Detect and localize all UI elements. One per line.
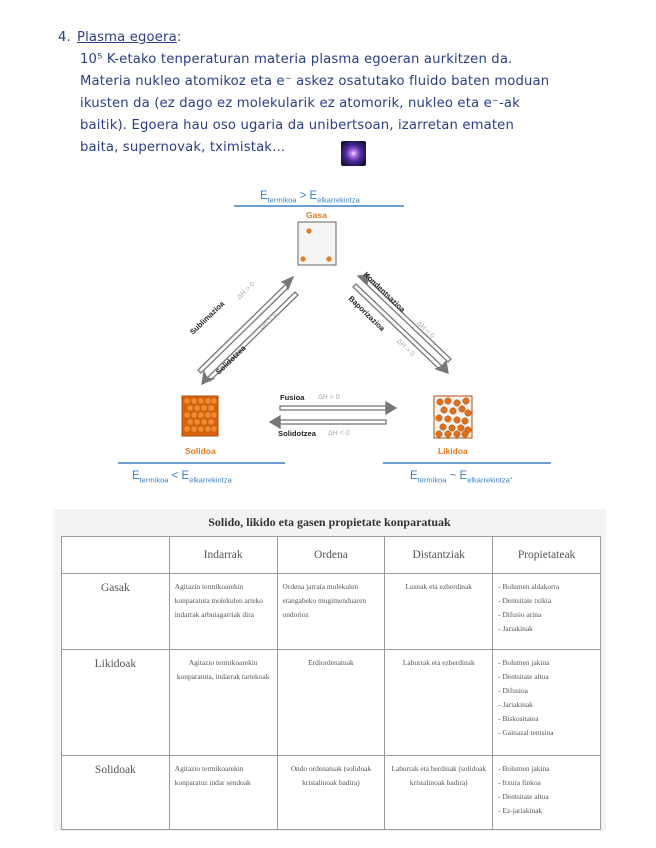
properties-table: Indarrak Ordena Distantziak Propietateak… [61,536,601,830]
cell-distantziak: Laburrak eta ezberdinak [384,649,494,756]
table-header: Distantziak [384,536,494,574]
list-item: Difusioa [498,684,595,698]
cell-indarrak: Agitazio termikoarekin konparatuz indar … [168,755,278,830]
plasma-image [341,141,366,166]
phase-diagram-graphics [118,205,551,464]
note-line: Materia nukleo atomikoz eta e⁻ askez osa… [80,74,550,89]
cell-props: Bolumen jakina Dentsitate altua Difusioa… [492,649,601,756]
list-item: Dentsitate txikia [498,594,595,608]
left-arrows [197,275,299,386]
note-line: ikusten da (ez dago ez molekularik ez at… [80,96,520,111]
note-title-text: Plasma egoera [77,30,177,45]
gas-particle [300,256,306,262]
table-header [61,536,170,574]
list-item: Gainazal tentsioa [498,726,595,740]
liquid-label: Likidoa [438,446,468,456]
solid-box [181,395,219,437]
list-item: Jariakinak [498,698,595,712]
cell-ordena: Ondo ordenatuak (solidoak kristalinoak b… [276,755,386,830]
note-line: baitik). Egoera hau oso ugaria da uniber… [80,118,514,133]
list-item: Difusio arina [498,608,595,622]
note-number: 4. [58,30,71,45]
table-header: Propietateak [492,536,601,574]
cell-distantziak: Luzeak eta ezberdinak [384,573,494,650]
row-name: Solidoak [61,755,170,830]
list-item: Ez-jariakinak [498,804,595,818]
properties-table-panel: Solido, likido eta gasen propietate konp… [53,509,606,831]
cell-indarrak: Agitazio termikoarekin konparatuta, inda… [168,649,278,756]
solid-label: Solidoa [185,446,216,456]
bottom-arrows [268,400,398,430]
table-row: Solidoak Agitazio termikoarekin konparat… [61,755,601,830]
right-arrows [352,274,452,374]
note-line: 10⁵ K-etako tenperaturan materia plasma … [80,52,513,67]
cell-ordena: Ordena jarraia molekulen etangabeko mugi… [276,573,386,650]
table-header: Ordena [276,536,386,574]
list-item: Jariakinak [498,622,595,636]
fusion-enthalpy: ΔH > 0 [318,394,340,401]
solidification-bottom-label: Solidotzea [278,429,316,438]
table-title: Solido, likido eta gasen propietate konp… [208,515,451,529]
gas-box [297,221,337,266]
list-item: Dentsitate altua [498,790,595,804]
fusion-label: Fusioa [280,393,305,402]
cell-ordena: Erdiordenatuak [276,649,386,756]
table-header-row: Indarrak Ordena Distantziak Propietateak [61,536,601,574]
table-row: Gasak Agitazio termikoarekin konparatuta… [61,573,601,650]
list-item: Itxura finkoa [498,776,595,790]
gas-label: Gasa [306,210,327,220]
right-energy-relation: Etermikoa ~ Eelkarrekintza. [410,470,513,485]
row-name: Gasak [61,573,170,650]
solidification-bottom-enthalpy: ΔH < 0 [328,430,350,437]
top-energy-relation: Etermikoa > Eelkarrekintza [260,190,360,205]
list-item: Bolumen aldakorra [498,580,595,594]
note-title-suffix: : [176,30,182,45]
note-title: Plasma egoera: [77,28,181,49]
cell-props: Bolumen aldakorra Dentsitate txikia Difu… [492,573,601,650]
cell-indarrak: Agitazio termikoarekin konparatuta molek… [168,573,278,650]
cell-props: Bolumen jakina Itxura finkoa Dentsitate … [492,755,601,830]
table-header: Indarrak [168,536,278,574]
gas-particle [326,256,332,262]
list-item: Dentsitate altua [498,670,595,684]
list-item: Bolumen jakina [498,762,595,776]
liquid-box [433,395,473,439]
cell-distantziak: Laburrak eta berdinak (solidoak kristali… [384,755,494,830]
row-name: Likidoak [61,649,170,756]
note-line: baita, supernovak, tximistak... [80,140,286,155]
list-item: Bolumen jakina [498,656,595,670]
phase-diagram: Etermikoa > Eelkarrekintza Etermikoa < E… [110,180,560,495]
table-row: Likidoak Agitazio termikoarekin konparat… [61,649,601,756]
list-item: Biskositatea [498,712,595,726]
gas-particle [306,228,312,234]
left-energy-relation: Etermikoa < Eelkarrekintza [132,470,232,485]
